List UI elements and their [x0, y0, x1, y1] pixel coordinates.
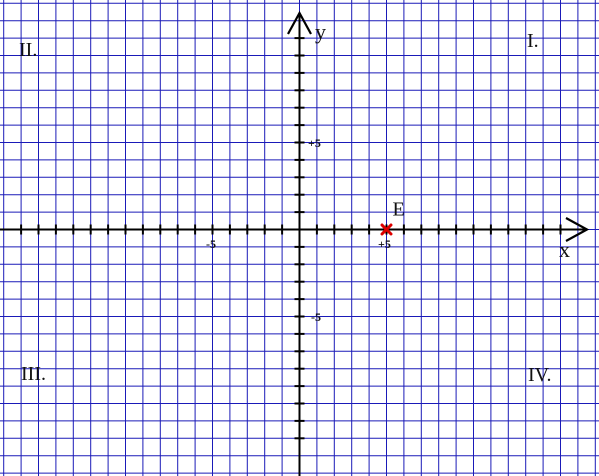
point-e-marker [380, 223, 393, 236]
x-tick-label-neg5: -5 [206, 237, 216, 251]
y-tick-label-pos5: +5 [308, 136, 321, 150]
y-axis-arrow-icon [287, 10, 312, 35]
x-tick-label-pos5: +5 [378, 237, 391, 251]
point-e-cross-stroke [380, 223, 393, 236]
x-axis-arrow-icon [565, 217, 590, 242]
axes [0, 10, 590, 476]
quadrant-label-1: I. [527, 30, 539, 52]
y-axis-label: y [315, 19, 326, 44]
quadrant-label-2: II. [19, 39, 37, 61]
x-axis-label: x [559, 237, 570, 262]
point-e-label: E [393, 199, 405, 221]
quadrant-label-3: III. [21, 363, 46, 385]
y-tick-label-neg5: -5 [311, 310, 321, 324]
axis-ticks [20, 37, 562, 440]
quadrant-label-4: IV. [528, 364, 552, 386]
